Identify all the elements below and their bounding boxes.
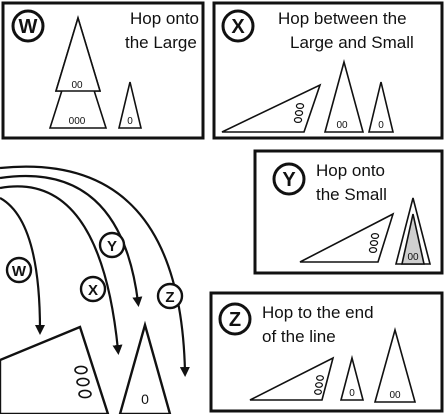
arrow-label-y: Y <box>98 231 126 259</box>
badge-circle <box>221 9 255 43</box>
pip <box>74 365 88 375</box>
lying-pyramid-pips <box>74 365 92 399</box>
pyramid-pips: 000 <box>69 116 86 127</box>
arrow-label-z: Z <box>156 282 184 310</box>
pip <box>369 240 379 247</box>
panel-z: Z Hop to the end of the line 0 00 <box>209 291 444 413</box>
arrow-z <box>0 165 190 377</box>
pyramid-pips: 0 <box>141 391 149 407</box>
badge-circle <box>11 9 45 43</box>
pyramid-pips: 0 <box>127 116 133 127</box>
panel-x: X Hop between the Large and Small 00 0 <box>212 1 444 140</box>
arrow-label-letter: Z <box>165 289 174 306</box>
arrow-y <box>0 174 143 307</box>
small-pyramid <box>367 81 395 133</box>
hop-arrows <box>0 165 190 377</box>
panel-w: W Hop onto the Large 00 00 000 0 <box>1 1 205 140</box>
lying-pyramid-pips <box>293 102 305 123</box>
pip <box>315 382 324 388</box>
arrow-label-circle <box>156 282 184 310</box>
panel-w-caption-line2: the Large <box>125 33 197 52</box>
arrow-label-circle <box>79 275 107 303</box>
pyramid-pips: 00 <box>407 252 419 263</box>
small-pyramid <box>117 81 143 129</box>
badge-circle <box>218 302 252 336</box>
pyramid-pips: 0 <box>378 120 384 131</box>
badge-letter: Z <box>229 309 241 331</box>
panel-z-caption-line2: of the line <box>262 327 336 346</box>
lying-large-pyramid <box>221 83 322 133</box>
panel-z-caption-line1: Hop to the end <box>262 303 374 322</box>
badge-letter: W <box>19 16 38 38</box>
pip <box>316 375 325 381</box>
pyramid-pips: 00 <box>71 80 83 91</box>
large-pyramid-top-outline <box>54 15 102 92</box>
lying-pyramid-pips <box>368 233 380 254</box>
arrow-label-circle <box>98 231 126 259</box>
arrow-w <box>0 197 45 335</box>
panel-y-caption-line2: the Small <box>316 185 387 204</box>
panel-x-caption-line1: Hop between the <box>278 9 407 28</box>
pip <box>295 102 305 109</box>
medium-pyramid <box>323 58 365 133</box>
panel-y-caption-line1: Hop onto <box>316 161 385 180</box>
pip <box>368 247 378 254</box>
small-pyramid <box>118 320 172 414</box>
pip <box>293 116 303 123</box>
pip <box>370 233 380 240</box>
panel-y: Y Hop onto the Small 00 <box>253 149 444 275</box>
panel-y-badge: Y <box>272 162 306 196</box>
badge-letter: X <box>231 16 245 38</box>
small-pyramid <box>339 354 365 401</box>
panel-w-caption-line1: Hop onto <box>130 9 199 28</box>
small-pyramid-highlighted <box>401 213 425 265</box>
arrow-x <box>0 185 123 355</box>
pip <box>314 389 323 395</box>
badge-circle <box>272 162 306 196</box>
pip <box>78 389 92 399</box>
arrow-label-w: W <box>5 256 33 284</box>
arrow-label-x: X <box>79 275 107 303</box>
arrow-label-letter: W <box>12 263 27 280</box>
lying-large-pyramid <box>249 356 335 401</box>
pip <box>294 109 304 116</box>
arrow-label-letter: X <box>88 282 98 299</box>
badge-letter: Y <box>282 169 296 191</box>
panel-w-badge: W <box>11 9 45 43</box>
arrow-label-letter: Y <box>107 238 117 255</box>
lying-pyramid-pips <box>314 375 325 395</box>
panel-x-caption-line2: Large and Small <box>290 33 414 52</box>
medium-pyramid <box>373 327 417 403</box>
panel-x-badge: X <box>221 9 255 43</box>
pyramid-pips: 00 <box>389 390 401 401</box>
source-pyramids: 0 <box>0 320 172 414</box>
arrow-label-circle <box>5 256 33 284</box>
pyramid-pips: 00 <box>336 120 348 131</box>
pyramid-pips: 0 <box>349 388 355 399</box>
panel-z-badge: Z <box>218 302 252 336</box>
lying-large-pyramid <box>0 325 110 414</box>
pip <box>76 377 90 387</box>
